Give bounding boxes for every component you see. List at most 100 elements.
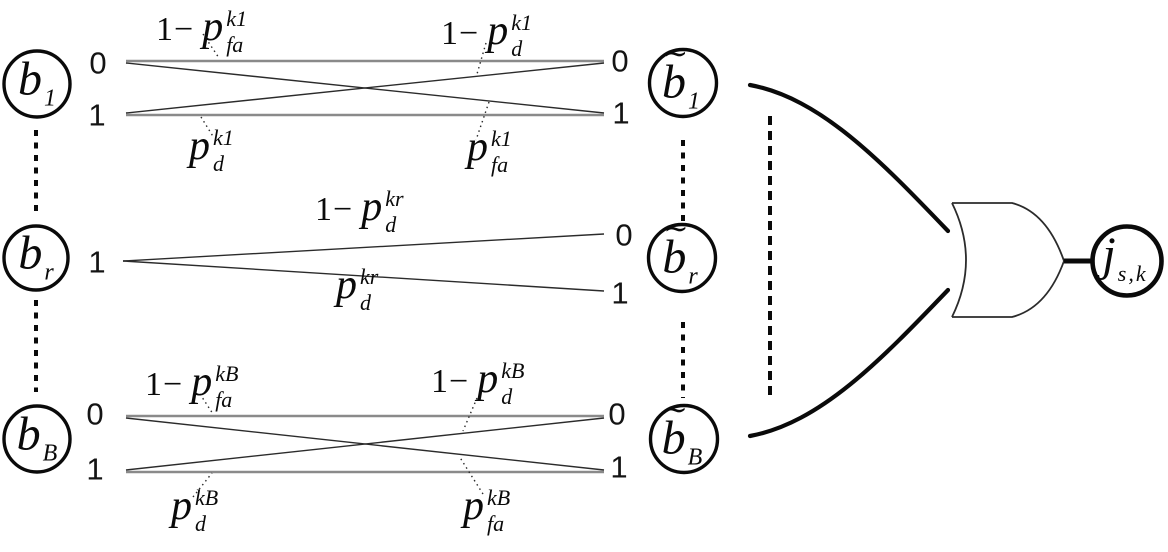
node-base: b: [662, 55, 686, 109]
node-subscript: r: [44, 259, 54, 286]
chr-line-1-1: [122, 260, 605, 292]
prob-superscript: k1: [213, 125, 234, 150]
prob-base: p: [463, 483, 484, 529]
prob-superscript: kB: [501, 358, 525, 383]
or-gate-bottom-edge: [952, 260, 1065, 318]
prob-subscript: fa: [215, 387, 233, 412]
node-subscript: s,k: [1117, 260, 1148, 286]
bit-label-chr-out-0: 0: [615, 217, 633, 253]
node-base: b: [16, 407, 41, 461]
prob-superscript: kB: [487, 485, 511, 510]
prob-base: p: [202, 4, 224, 50]
prob-base: p: [336, 262, 357, 308]
prob-superscript: k1: [511, 10, 532, 35]
node-br: br: [18, 226, 54, 286]
node-base: b: [18, 226, 43, 280]
node-base: j: [1102, 227, 1116, 281]
merge-curve-top: [747, 82, 951, 234]
prob-subscript: d: [195, 511, 206, 536]
node-circle-btilder: [646, 222, 718, 294]
bit-label-ch1-out-1: 1: [612, 95, 630, 131]
prob-superscript: k1: [491, 126, 512, 151]
tilde-mark: ∼: [663, 212, 689, 246]
chB-line-1-0: [125, 417, 605, 471]
prob-prefix: 1−: [315, 191, 354, 228]
node-base: b: [18, 52, 42, 106]
prob-base: p: [191, 359, 213, 405]
bit-label-ch1-out-0: 0: [611, 43, 629, 79]
bit-label-chr-in-1: 1: [88, 244, 106, 280]
bit-label-chB-in-0: 0: [86, 396, 104, 432]
prob-subscript: d: [385, 212, 397, 237]
prob-base: p: [477, 356, 499, 402]
prob-subscript: fa: [226, 32, 244, 57]
node-subscript: 1: [688, 88, 700, 115]
prob-superscript: kB: [215, 361, 239, 386]
prob-base: p: [189, 123, 210, 169]
bit-label-chr-out-1: 1: [611, 275, 629, 311]
bit-label-chB-out-0: 0: [608, 396, 626, 432]
prob-superscript: kr: [385, 186, 404, 211]
prob-prefix: 1−: [441, 15, 480, 52]
node-btilder: ∼br: [662, 214, 698, 290]
node-subscript: r: [688, 263, 698, 290]
channel-1-lines: [125, 59, 605, 117]
node-circle-b1: [2, 49, 72, 119]
bit-label-chB-out-1: 1: [610, 449, 628, 485]
leader-ch1-top-right: [476, 42, 487, 75]
node-circle-br: [2, 224, 70, 292]
prob-superscript: k1: [226, 6, 247, 31]
prob-subscript: fa: [487, 511, 505, 536]
node-bB: bB: [16, 407, 58, 467]
prob-prefix: 1−: [156, 11, 195, 48]
ch1-line-1-0: [125, 62, 605, 114]
prob-prefix: 1−: [145, 366, 184, 403]
channel-r-lines: [122, 233, 605, 292]
tilde-mark: ∼: [662, 393, 688, 427]
merge-curve-bottom: [747, 287, 951, 439]
leader-chB-top-right: [462, 397, 478, 432]
chr-line-1-0: [122, 233, 605, 262]
node-btildeB: ∼bB: [662, 395, 703, 471]
prob-prefix: 1−: [431, 363, 470, 400]
leader-ch1-bottom-left: [200, 116, 215, 139]
node-base: b: [662, 230, 687, 284]
merge-curves: [747, 82, 951, 439]
or-gate: [951, 202, 1065, 318]
node-subscript: 1: [44, 85, 56, 112]
node-btilde1: ∼b1: [662, 39, 700, 115]
bit-label-chB-in-1: 1: [86, 451, 104, 487]
tilde-mark: ∼: [663, 37, 689, 71]
node-subscript: B: [687, 444, 703, 471]
prob-subscript: fa: [491, 152, 509, 177]
prob-base: p: [467, 124, 488, 170]
node-subscript: B: [42, 440, 58, 467]
node-b1: b1: [18, 52, 56, 112]
prob-superscript: kB: [195, 485, 219, 510]
or-gate-top-edge: [952, 202, 1065, 262]
leader-chB-bottom-left: [192, 472, 213, 498]
prob-base: p: [171, 483, 192, 529]
prob-subscript: d: [501, 384, 513, 409]
prob-subscript: d: [511, 36, 523, 61]
